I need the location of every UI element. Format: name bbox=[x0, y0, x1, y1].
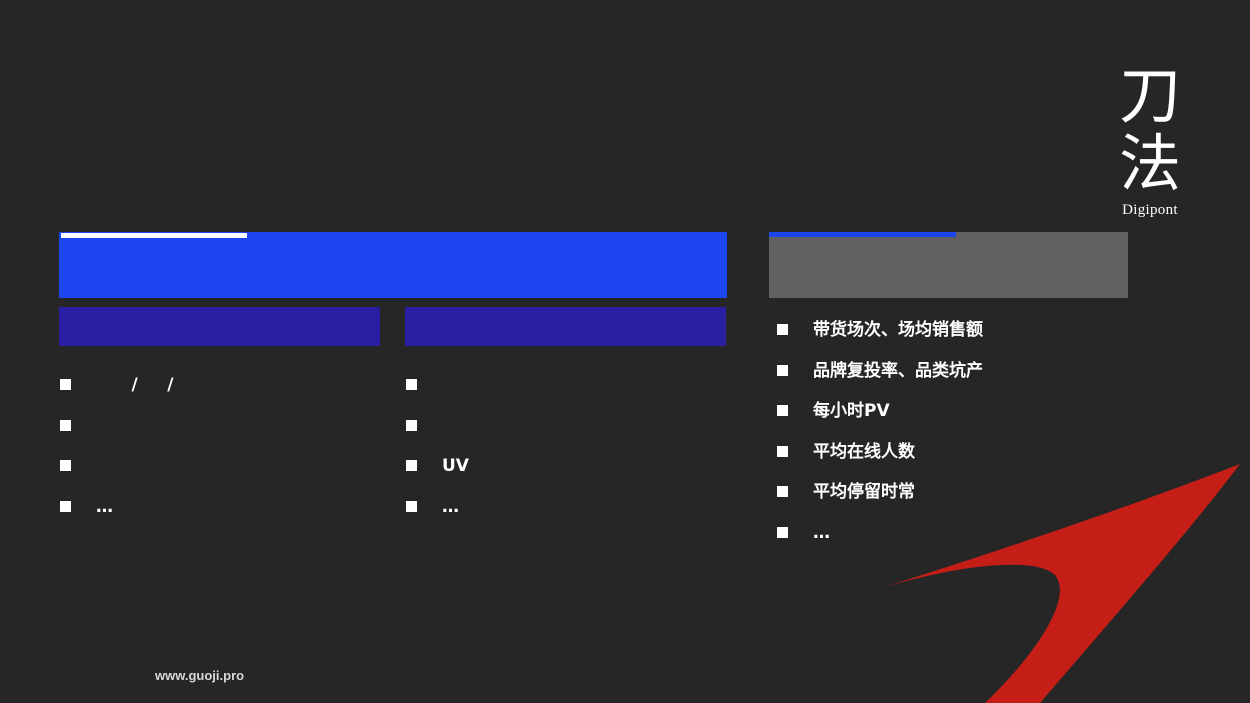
list-item: 平均在线人数 bbox=[777, 441, 1137, 482]
square-bullet-icon bbox=[777, 526, 788, 538]
square-bullet-icon bbox=[406, 500, 417, 512]
main-header-banner bbox=[59, 232, 727, 298]
red-swoosh-icon bbox=[865, 464, 1240, 703]
square-bullet-icon bbox=[777, 364, 788, 376]
side-header-accent-line bbox=[769, 232, 956, 237]
list-item bbox=[60, 415, 380, 456]
right-bullet-list: 带货场次、场均销售额 品牌复投率、品类坑产 每小时PV 平均在线人数 平均停留时… bbox=[777, 319, 1137, 562]
footer-url[interactable]: www.guoji.pro bbox=[155, 668, 245, 683]
left-column-header bbox=[59, 307, 380, 346]
logo-char-dao: 刀 bbox=[1118, 59, 1181, 132]
list-item: / / bbox=[60, 374, 380, 415]
logo-char-fa: 法 bbox=[1118, 127, 1181, 200]
list-item: 带货场次、场均销售额 bbox=[777, 319, 1137, 360]
list-item: 每小时PV bbox=[777, 400, 1137, 441]
middle-bullet-list: UV … bbox=[406, 374, 726, 536]
square-bullet-icon bbox=[406, 379, 417, 390]
square-bullet-icon bbox=[406, 460, 417, 471]
list-item: … bbox=[777, 522, 1137, 563]
square-bullet-icon bbox=[777, 445, 788, 457]
middle-column-header bbox=[405, 307, 726, 346]
list-item: 平均停留时常 bbox=[777, 481, 1137, 522]
square-bullet-icon bbox=[60, 419, 71, 431]
square-bullet-icon bbox=[406, 419, 417, 431]
list-item bbox=[60, 455, 380, 496]
list-item bbox=[406, 415, 726, 456]
list-item: … bbox=[60, 496, 380, 537]
list-item: … bbox=[406, 496, 726, 537]
list-item bbox=[406, 374, 726, 415]
list-item: UV bbox=[406, 455, 726, 496]
square-bullet-icon bbox=[60, 379, 71, 390]
brand-logo: 刀 法 Digipont bbox=[1110, 62, 1190, 219]
square-bullet-icon bbox=[777, 405, 788, 416]
logo-brand-name: Digipont bbox=[1122, 202, 1178, 218]
square-bullet-icon bbox=[60, 460, 71, 471]
square-bullet-icon bbox=[60, 500, 71, 512]
side-header-banner bbox=[769, 232, 1128, 298]
list-item: 品牌复投率、品类坑产 bbox=[777, 360, 1137, 401]
square-bullet-icon bbox=[777, 486, 788, 497]
left-bullet-list: / / … bbox=[60, 374, 380, 536]
square-bullet-icon bbox=[777, 324, 788, 335]
header-accent-line bbox=[61, 233, 247, 238]
